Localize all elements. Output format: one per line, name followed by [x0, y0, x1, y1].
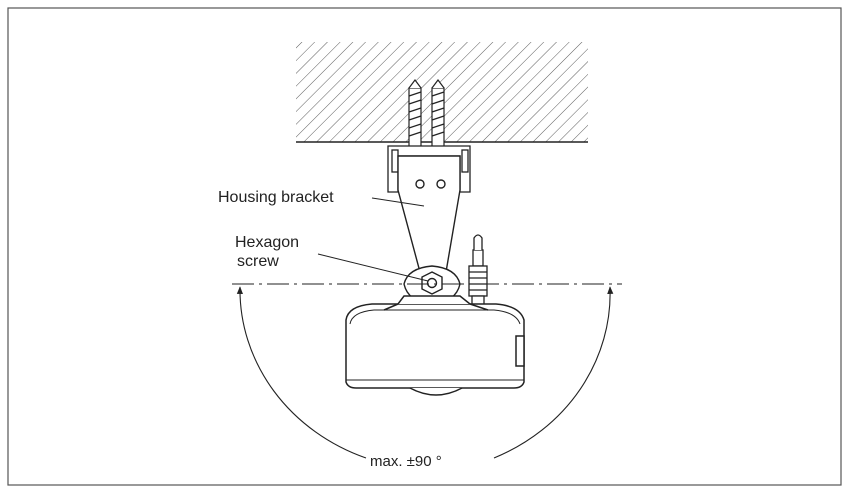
rotation-arc-right — [493, 286, 614, 459]
housing-bracket-label: Housing bracket — [218, 189, 334, 206]
rotation-angle-label: max. ±90 ° — [370, 453, 442, 470]
cable-connector — [468, 234, 488, 309]
hexagon-screw — [403, 265, 461, 305]
hexagon-screw-label-line1: Hexagon — [235, 234, 300, 251]
housing-bracket — [397, 155, 461, 273]
leader-housing-bracket — [371, 197, 425, 207]
sensor-housing — [345, 295, 525, 396]
rotation-arc-left — [236, 286, 367, 459]
figure-border — [7, 7, 842, 486]
leader-hexagon-screw — [317, 253, 429, 282]
hexagon-screw-label-line2: screw — [237, 253, 279, 270]
